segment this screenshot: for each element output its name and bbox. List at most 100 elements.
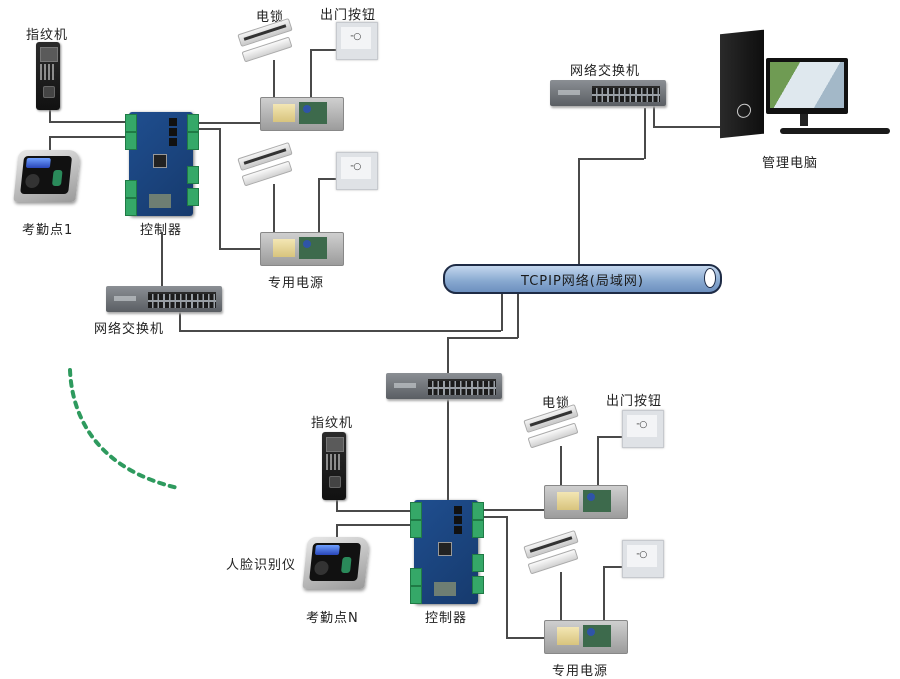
relay — [169, 118, 177, 126]
siten-exit-button-2: ╶○ — [622, 540, 664, 578]
tcpip-network-bus: TCPIP网络(局域网) — [443, 264, 722, 294]
site1-controller-label: 控制器 — [140, 223, 183, 238]
terminal-block — [472, 502, 484, 520]
siten-attendance-label: 考勤点N — [306, 611, 359, 626]
siten-exit-button-label: 出门按钮 — [606, 394, 663, 409]
transformer — [273, 104, 295, 122]
siten-exit-button-1: ╶○ — [622, 410, 664, 448]
wire-ctrln-psun2-c — [506, 637, 544, 639]
pc-keyboard — [780, 128, 890, 134]
siten-power-supply-2 — [544, 620, 628, 654]
network-module — [149, 194, 171, 208]
site1-exit-button-1: ╶○ — [336, 22, 378, 60]
chip — [153, 154, 167, 168]
wire-ctrl1-psu2-a — [196, 128, 219, 130]
transformer — [557, 492, 579, 510]
wire-btnn2-psun2-v — [603, 566, 605, 622]
switch-ports — [428, 379, 496, 395]
wire-switchn-ctrln — [447, 398, 449, 500]
continuation-dotted-arc — [68, 368, 180, 490]
terminal-block — [410, 568, 422, 586]
relay — [454, 516, 462, 524]
terminal-block — [410, 520, 422, 538]
terminal-block — [125, 114, 137, 132]
wire-face1-up — [49, 136, 51, 152]
siten-fingerprint-label: 指纹机 — [311, 416, 354, 431]
mgmt-pc-label: 管理电脑 — [762, 156, 819, 171]
siten-controller-board — [410, 500, 484, 604]
site1-controller-board — [125, 112, 199, 216]
siten-face-label: 人脸识别仪 — [226, 558, 297, 573]
key-icon: ╶○ — [348, 162, 362, 172]
wire-switch1-net-a — [179, 312, 181, 330]
siten-fingerprint-reader — [322, 432, 346, 500]
management-pc — [720, 29, 896, 139]
transformer — [273, 239, 295, 257]
terminal-block — [125, 180, 137, 198]
wire-btnn1-psun1-h — [597, 436, 623, 438]
wire-fp1-down — [49, 108, 51, 122]
network-label: TCPIP网络(局域网) — [521, 274, 644, 289]
psu-board — [583, 490, 611, 512]
wire-mgmt-switch-net-a — [578, 158, 580, 264]
siten-face-terminal — [302, 537, 370, 589]
relay — [169, 138, 177, 146]
chip — [438, 542, 452, 556]
site1-exit-button-2: ╶○ — [336, 152, 378, 190]
wire-lock1-psu1 — [273, 60, 275, 98]
wire-facen-ctrl — [336, 524, 414, 526]
key-icon: ╶○ — [634, 420, 648, 430]
pc-monitor — [766, 58, 848, 114]
wire-net-switchn-a — [517, 292, 519, 338]
terminal-block — [187, 132, 199, 150]
wire-ctrl1-psu2-b — [219, 128, 221, 248]
wire-fpn-down — [336, 500, 338, 511]
terminal-block — [125, 132, 137, 150]
wire-ctrln-psun2-b — [506, 516, 508, 638]
terminal-block — [472, 576, 484, 594]
siten-network-switch — [386, 373, 502, 399]
siten-power-label: 专用电源 — [552, 664, 609, 679]
wire-btnn1-psun1-v — [597, 436, 599, 486]
terminal-block — [187, 166, 199, 184]
face-display — [25, 158, 51, 168]
wire-mgmt-switch-pc-b — [653, 126, 721, 128]
switch-ports — [148, 292, 216, 308]
siten-electric-lock-1 — [522, 403, 580, 449]
wire-ctrl1-switch1 — [161, 232, 163, 288]
fingerprint-sensor-icon — [340, 557, 352, 573]
wire-mgmt-switch-pc-a — [653, 105, 655, 127]
site1-network-switch — [106, 286, 222, 312]
wire-face1-ctrl — [49, 136, 129, 138]
terminal-block — [187, 188, 199, 206]
site1-electric-lock-1 — [236, 17, 294, 63]
wire-switch1-net-b — [179, 330, 501, 332]
fingerprint-sensor-icon — [329, 476, 341, 488]
site1-attendance-label: 考勤点1 — [22, 223, 74, 238]
wire-lockn2-psun2 — [560, 572, 562, 622]
pipe-end-cap — [704, 268, 716, 288]
siten-electric-lock-2 — [522, 529, 580, 575]
terminal-block — [410, 586, 422, 604]
mgmt-network-switch — [550, 80, 666, 106]
mgmt-switch-label: 网络交换机 — [570, 64, 641, 79]
key-icon: ╶○ — [348, 32, 362, 42]
fp-keypad — [40, 64, 56, 80]
psu-board — [583, 625, 611, 647]
terminal-block — [125, 198, 137, 216]
wire-ctrln-psun2-a — [482, 516, 506, 518]
site1-electric-lock-2 — [236, 141, 294, 187]
switch-ports — [592, 86, 660, 102]
fp-screen — [40, 47, 58, 62]
wire-btn1-psu1-v — [310, 49, 312, 98]
fp-keypad — [326, 454, 342, 470]
wire-ctrln-psun1 — [482, 509, 544, 511]
site1-power-supply-2 — [260, 232, 344, 266]
psu-board — [299, 102, 327, 124]
site1-exit-button-label: 出门按钮 — [320, 8, 377, 23]
relay — [454, 506, 462, 514]
wire-switch1-net-c — [501, 292, 503, 331]
dotted-arc-path — [68, 368, 180, 490]
siten-power-supply-1 — [544, 485, 628, 519]
wire-ctrl1-psu1 — [196, 122, 260, 124]
